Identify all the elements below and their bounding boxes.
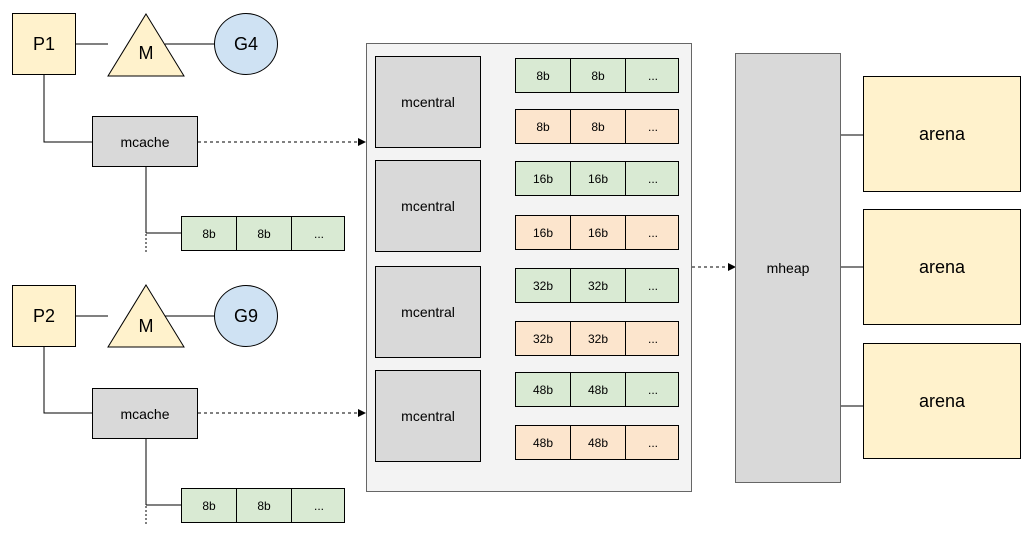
span-cell: ... <box>647 435 658 450</box>
span-cell: 16b <box>516 162 571 195</box>
span-cell: ... <box>647 225 658 240</box>
processor-label: P2 <box>32 305 56 326</box>
mcache-1: mcache <box>92 116 198 167</box>
arena-2: arena <box>863 209 1021 325</box>
span-cell: ... <box>647 278 658 293</box>
span-cell: 8b <box>571 110 626 143</box>
arena-label: arena <box>918 256 966 277</box>
mcentral-2-span-list-orange: 16b 16b ... <box>515 215 679 250</box>
span-cell: 48b <box>571 373 626 406</box>
goroutine-label: G4 <box>233 33 258 54</box>
p1-to-mcache-line <box>43 74 92 143</box>
arena-label: arena <box>918 123 966 144</box>
mcentral-1: mcentral <box>375 56 481 148</box>
arena-label: arena <box>918 390 966 411</box>
mcache-2-span-list: 8b 8b ... <box>181 488 345 523</box>
mcentral-2: mcentral <box>375 160 481 252</box>
span-cell: 32b <box>571 269 626 302</box>
span-cell: 32b <box>516 322 571 355</box>
span-cell: 48b <box>516 426 571 459</box>
span-cell: ... <box>647 382 658 397</box>
goroutine-g9: G9 <box>214 285 278 347</box>
span-cell: 8b <box>516 59 571 92</box>
mheap-label: mheap <box>766 260 810 276</box>
mcentral-label: mcentral <box>401 304 455 320</box>
machine-label: M <box>138 316 154 336</box>
span-cell: 48b <box>516 373 571 406</box>
machine-m-2: M <box>107 284 185 348</box>
mheap: mheap <box>735 53 841 483</box>
mcentral-2-span-list-green: 16b 16b ... <box>515 161 679 196</box>
span-cell: 32b <box>571 322 626 355</box>
span-cell: ... <box>647 68 658 83</box>
span-cell: 8b <box>237 217 292 250</box>
span-cell: 8b <box>182 217 237 250</box>
span-cell: ... <box>313 226 324 241</box>
span-cell: ... <box>647 119 658 134</box>
arena-3: arena <box>863 343 1021 459</box>
span-cell: 8b <box>516 110 571 143</box>
mcentral-3-span-list-orange: 32b 32b ... <box>515 321 679 356</box>
mcentral-3: mcentral <box>375 266 481 358</box>
span-cell: 8b <box>182 489 237 522</box>
mcentral-4-span-list-orange: 48b 48b ... <box>515 425 679 460</box>
mcentral-4-span-list-green: 48b 48b ... <box>515 372 679 407</box>
mcentral-3-span-list-green: 32b 32b ... <box>515 268 679 303</box>
span-cell: 16b <box>516 216 571 249</box>
processor-p1: P1 <box>12 13 76 75</box>
machine-label: M <box>138 43 154 63</box>
span-cell: ... <box>647 171 658 186</box>
mcentral-label: mcentral <box>401 198 455 214</box>
mcache-label: mcache <box>120 133 170 150</box>
span-cell: 16b <box>571 162 626 195</box>
processor-label: P1 <box>32 33 56 54</box>
span-cell: 32b <box>516 269 571 302</box>
processor-p2: P2 <box>12 285 76 347</box>
mcache-label: mcache <box>120 405 170 422</box>
goroutine-label: G9 <box>233 305 258 326</box>
span-cell: ... <box>313 498 324 513</box>
span-cell: 16b <box>571 216 626 249</box>
p2-to-mcache-line <box>43 346 92 414</box>
mcache-2: mcache <box>92 388 198 439</box>
mcentral-1-span-list-green: 8b 8b ... <box>515 58 679 93</box>
span-cell: 48b <box>571 426 626 459</box>
mcache-1-span-list: 8b 8b ... <box>181 216 345 251</box>
span-cell: ... <box>647 331 658 346</box>
arena-1: arena <box>863 76 1021 192</box>
mcentral-label: mcentral <box>401 408 455 424</box>
mcentral-label: mcentral <box>401 94 455 110</box>
span-cell: 8b <box>237 489 292 522</box>
span-cell: 8b <box>571 59 626 92</box>
mcentral-1-span-list-orange: 8b 8b ... <box>515 109 679 144</box>
machine-m-1: M <box>107 13 185 77</box>
goroutine-g4: G4 <box>214 13 278 75</box>
mcentral-4: mcentral <box>375 370 481 462</box>
